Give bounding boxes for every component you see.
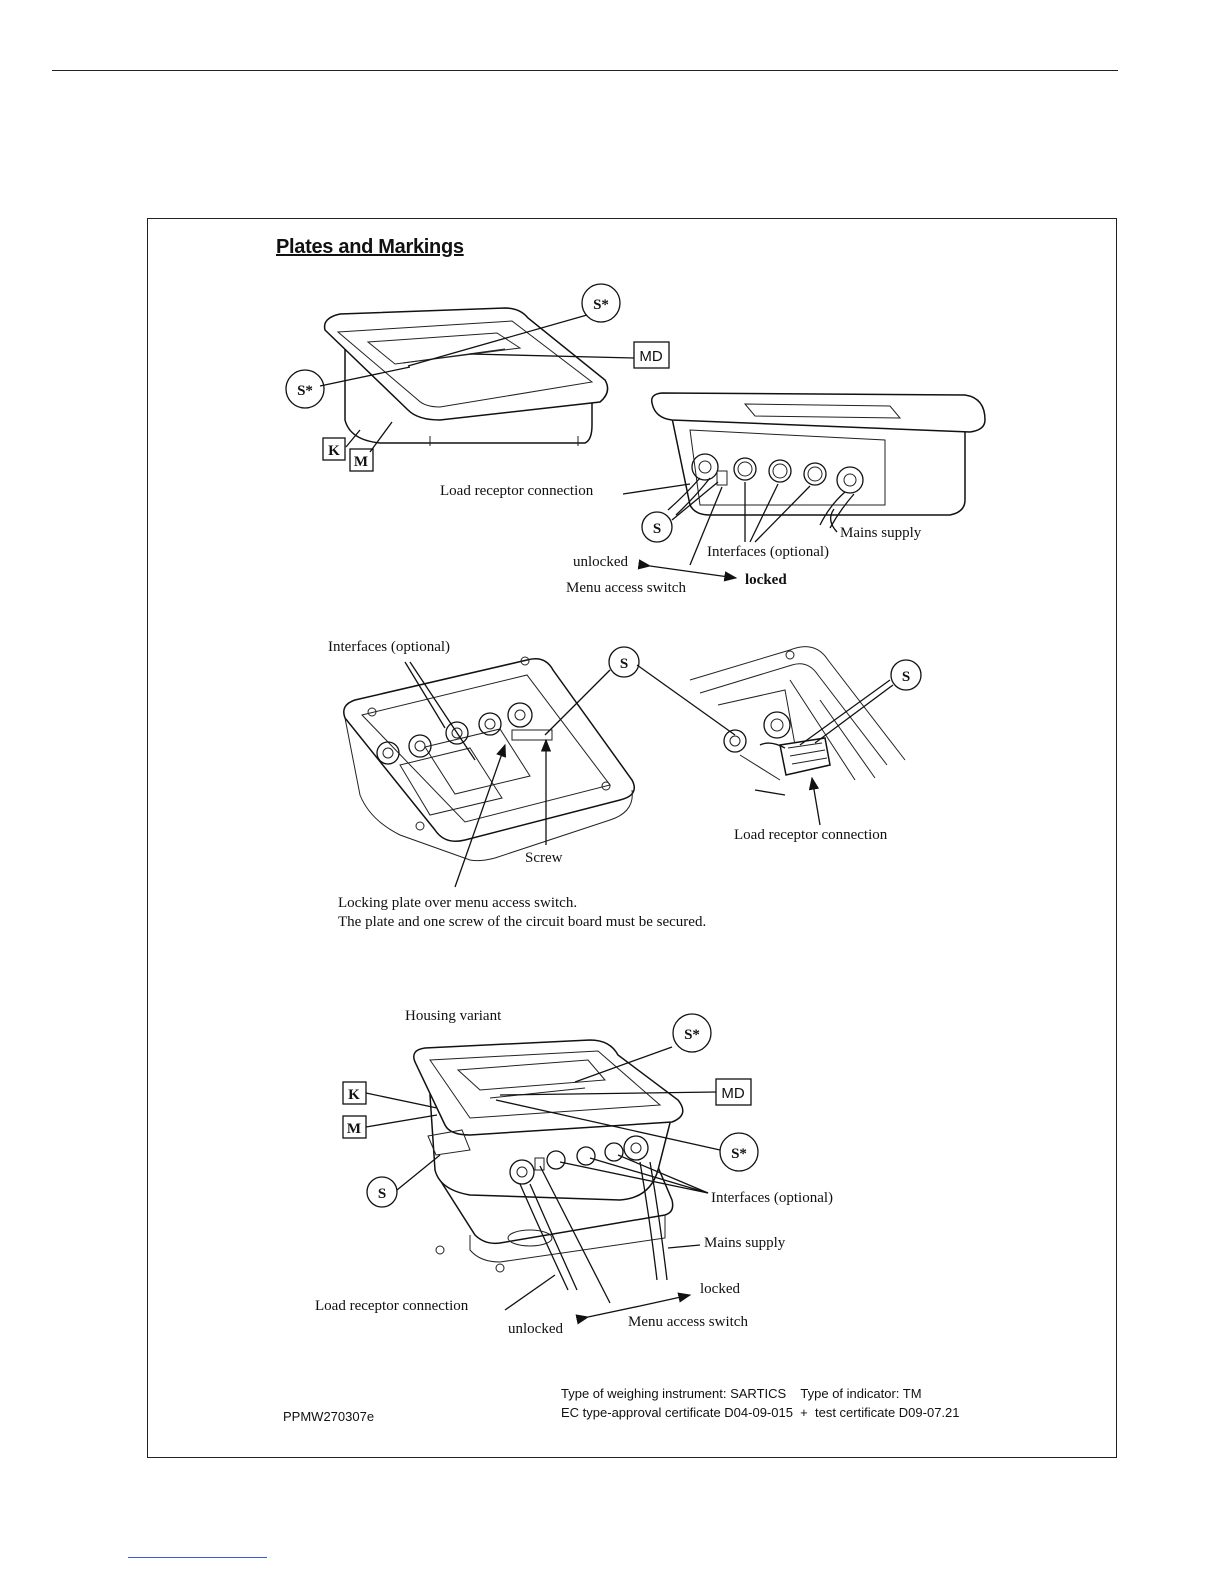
fig5-s-badge: S [366,1176,398,1208]
fig3-interfaces-label: Interfaces (optional) [328,639,450,655]
fig1-s-star-left-badge: S* [285,369,325,409]
svg-text:S*: S* [731,1146,747,1162]
fig2-load-receptor-label: Load receptor connection [440,483,594,499]
fig5-locked-label: locked [700,1281,740,1297]
svg-text:K: K [328,443,340,459]
fig1-m-badge: M [349,448,374,472]
svg-text:S: S [902,669,910,685]
footer-certificate-line: EC type-approval certificate D04-09-015 … [561,1405,960,1420]
fig3-locking-line1: Locking plate over menu access switch. [338,895,577,911]
fig3-screw-label: Screw [525,850,563,866]
footer-instrument-line: Type of weighing instrument: SARTICS Typ… [561,1386,922,1401]
svg-text:S*: S* [297,383,313,399]
fig5-md-badge: MD [715,1078,752,1106]
svg-text:K: K [348,1087,360,1103]
figure-frame [147,218,1117,1458]
svg-text:S: S [653,521,661,537]
fig5-k-badge: K [342,1081,367,1105]
fig3-s-badge: S [608,646,640,678]
svg-text:MD: MD [721,1085,744,1102]
fig2-menu-switch-label: Menu access switch [566,580,686,596]
fig2-s-badge: S [641,511,673,543]
fig2-mains-label: Mains supply [840,525,922,541]
svg-text:S*: S* [684,1027,700,1043]
fig2-locked-label: locked [745,572,787,588]
fig1-md-badge: MD [633,341,670,369]
fig1-s-star-top-badge: S* [581,283,621,323]
fig4-s-badge: S [890,659,922,691]
fig5-s-star-top-badge: S* [672,1013,712,1053]
fig3-open-housing-drawing [343,656,635,862]
fig5-s-star-right-badge: S* [719,1132,759,1172]
fig1-indicator-drawing [323,307,609,446]
bottom-link-rule [128,1557,267,1558]
fig1-k-badge: K [322,437,346,461]
fig5-m-badge: M [342,1115,367,1139]
fig4-load-receptor-label: Load receptor connection [734,827,888,843]
svg-text:S: S [620,656,628,672]
fig5-interfaces-label: Interfaces (optional) [711,1190,833,1206]
fig2-unlocked-label: unlocked [573,554,628,570]
fig5-mains-label: Mains supply [704,1235,786,1251]
svg-text:M: M [354,454,368,470]
fig5-load-receptor-label: Load receptor connection [315,1298,469,1314]
svg-text:S: S [378,1186,386,1202]
svg-text:MD: MD [639,348,662,365]
top-rule [52,70,1118,71]
svg-text:M: M [347,1121,361,1137]
fig4-connector-detail-drawing [689,646,906,796]
fig2-indicator-rear-drawing [650,392,986,529]
fig5-unlocked-label: unlocked [508,1321,563,1337]
fig5-menu-switch-label: Menu access switch [628,1314,748,1330]
page-title: Plates and Markings [276,236,464,258]
fig3-locking-line2: The plate and one screw of the circuit b… [338,914,706,930]
footer-code: PPMW270307e [283,1409,374,1424]
svg-text:S*: S* [593,297,609,313]
fig5-housing-variant-label: Housing variant [405,1008,502,1024]
fig2-interfaces-label: Interfaces (optional) [707,544,829,560]
fig5-housing-variant-drawing [413,1039,684,1291]
